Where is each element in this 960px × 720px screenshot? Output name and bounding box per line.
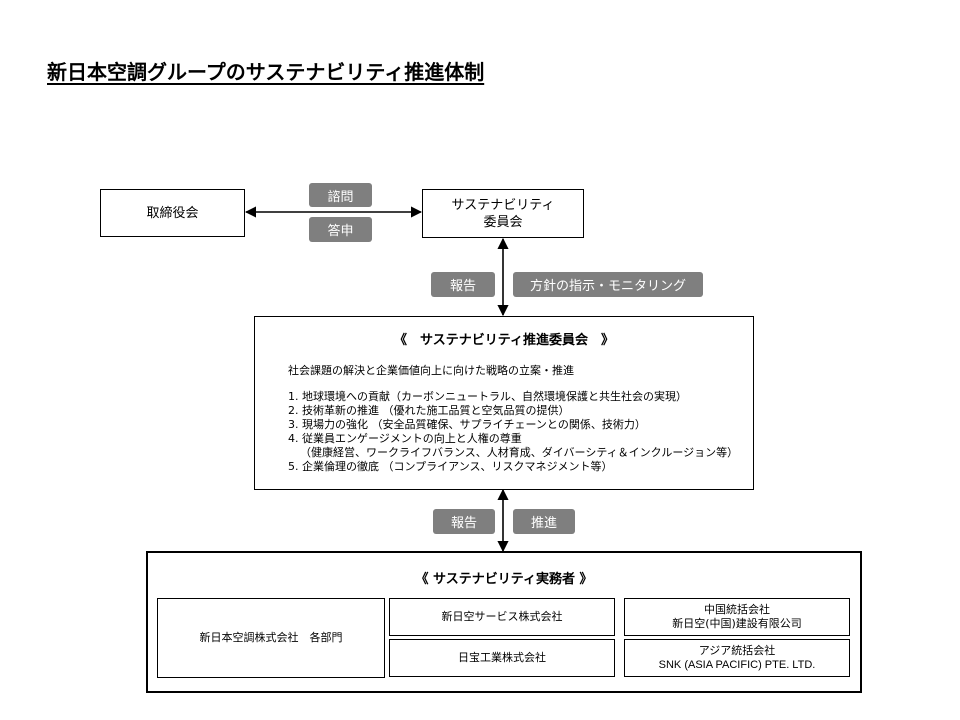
committee-label-line1: サステナビリティ xyxy=(451,197,555,213)
board-label: 取締役会 xyxy=(146,205,199,221)
service-company-box: 新日空サービス株式会社 xyxy=(389,598,615,636)
china-company-label-line2: 新日空(中国)建設有限公司 xyxy=(672,617,802,630)
list-item: （健康経営、ワークライフバランス、人材育成、ダイバーシティ＆インクルージョン等） xyxy=(300,446,739,459)
consult-label: 諮問 xyxy=(309,183,372,207)
promotion-committee-item-list: 1. 地球環境への貢献（カーボンニュートラル、自然環境保護と共生社会の実現） 2… xyxy=(288,390,738,474)
service-company-label: 新日空サービス株式会社 xyxy=(441,610,563,623)
nippo-company-label: 日宝工業株式会社 xyxy=(458,651,546,664)
china-company-box: 中国統括会社 新日空(中国)建設有限公司 xyxy=(624,598,850,636)
list-item: 5. 企業倫理の徹底 （コンプライアンス、リスクマネジメント等） xyxy=(288,460,613,473)
promotion-committee-subtitle: 社会課題の解決と企業価値向上に向けた戦略の立案・推進 xyxy=(288,364,574,377)
answer-label: 答申 xyxy=(309,217,372,242)
sustainability-committee-box: サステナビリティ 委員会 xyxy=(422,189,584,238)
report-label-lower: 報告 xyxy=(433,509,495,534)
china-company-label-line1: 中国統括会社 xyxy=(704,603,770,616)
list-item: 1. 地球環境への貢献（カーボンニュートラル、自然環境保護と共生社会の実現） xyxy=(288,390,687,403)
list-item: 4. 従業員エンゲージメントの向上と人権の尊重 xyxy=(288,432,522,445)
page-title: 新日本空調グループのサステナビリティ推進体制 xyxy=(47,60,485,84)
nsk-departments-box: 新日本空調株式会社 各部門 xyxy=(157,598,385,678)
practitioners-heading: 《 サステナビリティ実務者 》 xyxy=(415,572,593,587)
asia-company-label-line2: SNK (ASIA PACIFIC) PTE. LTD. xyxy=(658,659,816,671)
board-of-directors-box: 取締役会 xyxy=(100,189,245,237)
nippo-company-box: 日宝工業株式会社 xyxy=(389,639,615,677)
list-item: 2. 技術革新の推進 （優れた施工品質と空気品質の提供） xyxy=(288,404,570,417)
nsk-departments-label: 新日本空調株式会社 各部門 xyxy=(199,631,343,644)
report-label-upper: 報告 xyxy=(431,272,495,297)
committee-label-line2: 委員会 xyxy=(483,214,523,230)
promotion-committee-heading: 《 サステナビリティ推進委員会 》 xyxy=(394,333,614,348)
list-item: 3. 現場力の強化 （安全品質確保、サプライチェーンとの関係、技術力） xyxy=(288,418,646,431)
practitioners-box: 《 サステナビリティ実務者 》 新日本空調株式会社 各部門 新日空サービス株式会… xyxy=(146,551,862,693)
asia-company-label-line1: アジア統括会社 xyxy=(698,644,776,657)
promotion-committee-box: 《 サステナビリティ推進委員会 》 社会課題の解決と企業価値向上に向けた戦略の立… xyxy=(254,316,754,490)
promote-label: 推進 xyxy=(513,509,575,534)
asia-company-box: アジア統括会社 SNK (ASIA PACIFIC) PTE. LTD. xyxy=(624,639,850,677)
policy-monitoring-label: 方針の指示・モニタリング xyxy=(513,272,703,297)
